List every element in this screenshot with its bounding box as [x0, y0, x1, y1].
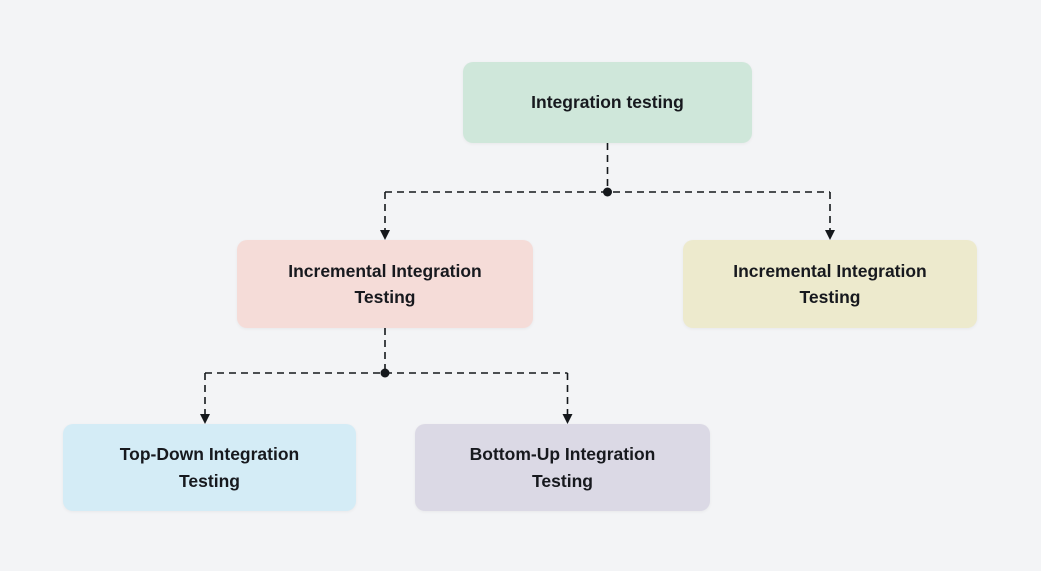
node-label: Top-Down Integration Testing: [119, 444, 300, 491]
node-label: Incremental Integration Testing: [733, 260, 927, 307]
junction-dot-level2: [380, 368, 390, 378]
arrowhead-incremental-right: [825, 230, 835, 240]
node-integration-testing: Integration testing: [463, 62, 752, 143]
junction-dot-level1: [603, 187, 612, 197]
arrowhead-top-down: [200, 414, 210, 424]
node-label: Bottom-Up Integration Testing: [469, 444, 656, 491]
node-top-down-integration: Top-Down Integration Testing: [63, 424, 356, 511]
node-label: Incremental Integration Testing: [288, 260, 482, 307]
node-bottom-up-integration: Bottom-Up Integration Testing: [415, 424, 710, 511]
node-incremental-integration-right: Incremental Integration Testing: [683, 240, 977, 328]
node-incremental-integration-left: Incremental Integration Testing: [237, 240, 533, 328]
arrowhead-bottom-up: [562, 414, 573, 424]
arrowhead-incremental-left: [380, 230, 390, 240]
node-label: Integration testing: [531, 92, 684, 113]
